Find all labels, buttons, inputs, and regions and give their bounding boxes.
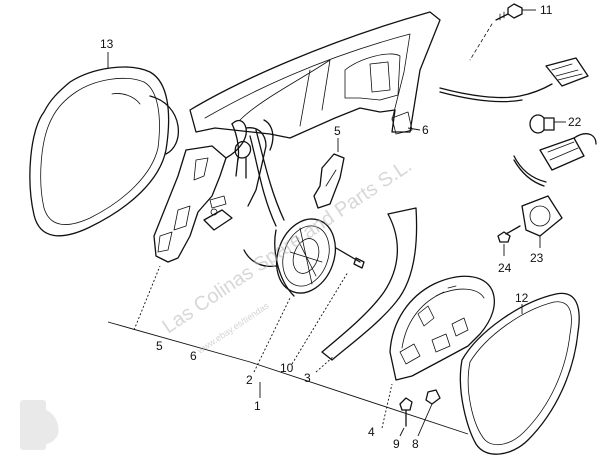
part-5-6-bracket-assembly (133, 119, 285, 331)
leader-lines (107, 321, 469, 435)
label-5-upper: 5 (334, 124, 341, 138)
part-2-motor-disc (243, 218, 336, 373)
label-6-upper: 6 (422, 123, 429, 137)
label-6-lower: 6 (190, 349, 197, 363)
label-4: 4 (368, 425, 375, 439)
part-8-9-screws (399, 389, 441, 437)
label-13: 13 (100, 37, 114, 51)
part-24-screw (497, 225, 521, 256)
label-11: 11 (540, 3, 553, 17)
part-11-screw (469, 3, 536, 61)
part-22-bulb-holder (529, 114, 566, 134)
watermark: Las Colinas Spare and Parts S.L. www.eba… (20, 155, 416, 450)
part-13-mirror-housing (29, 52, 180, 237)
label-9: 9 (393, 437, 400, 451)
label-1: 1 (254, 399, 261, 413)
part-23-lamp-frame (521, 195, 563, 248)
part-3-seal-strip (315, 207, 418, 373)
label-3: 3 (304, 371, 311, 385)
label-2: 2 (246, 373, 253, 387)
label-24: 24 (498, 261, 512, 275)
label-8: 8 (412, 437, 419, 451)
label-23: 23 (530, 251, 544, 265)
part-number-labels: 13 11 5 6 22 23 24 12 5 6 2 10 3 1 4 9 8 (100, 3, 582, 451)
part-6-trim-frame (189, 11, 441, 139)
label-22: 22 (568, 115, 582, 129)
part-5-clip (313, 138, 345, 209)
part-12-mirror-glass (459, 292, 580, 455)
label-12: 12 (515, 291, 529, 305)
part-4-mirror-cap (381, 275, 495, 429)
lamp-actuator (539, 133, 597, 171)
part-10-screw (291, 247, 365, 365)
wiring-harness (439, 57, 589, 187)
label-5-lower: 5 (156, 339, 163, 353)
label-10: 10 (280, 361, 294, 375)
